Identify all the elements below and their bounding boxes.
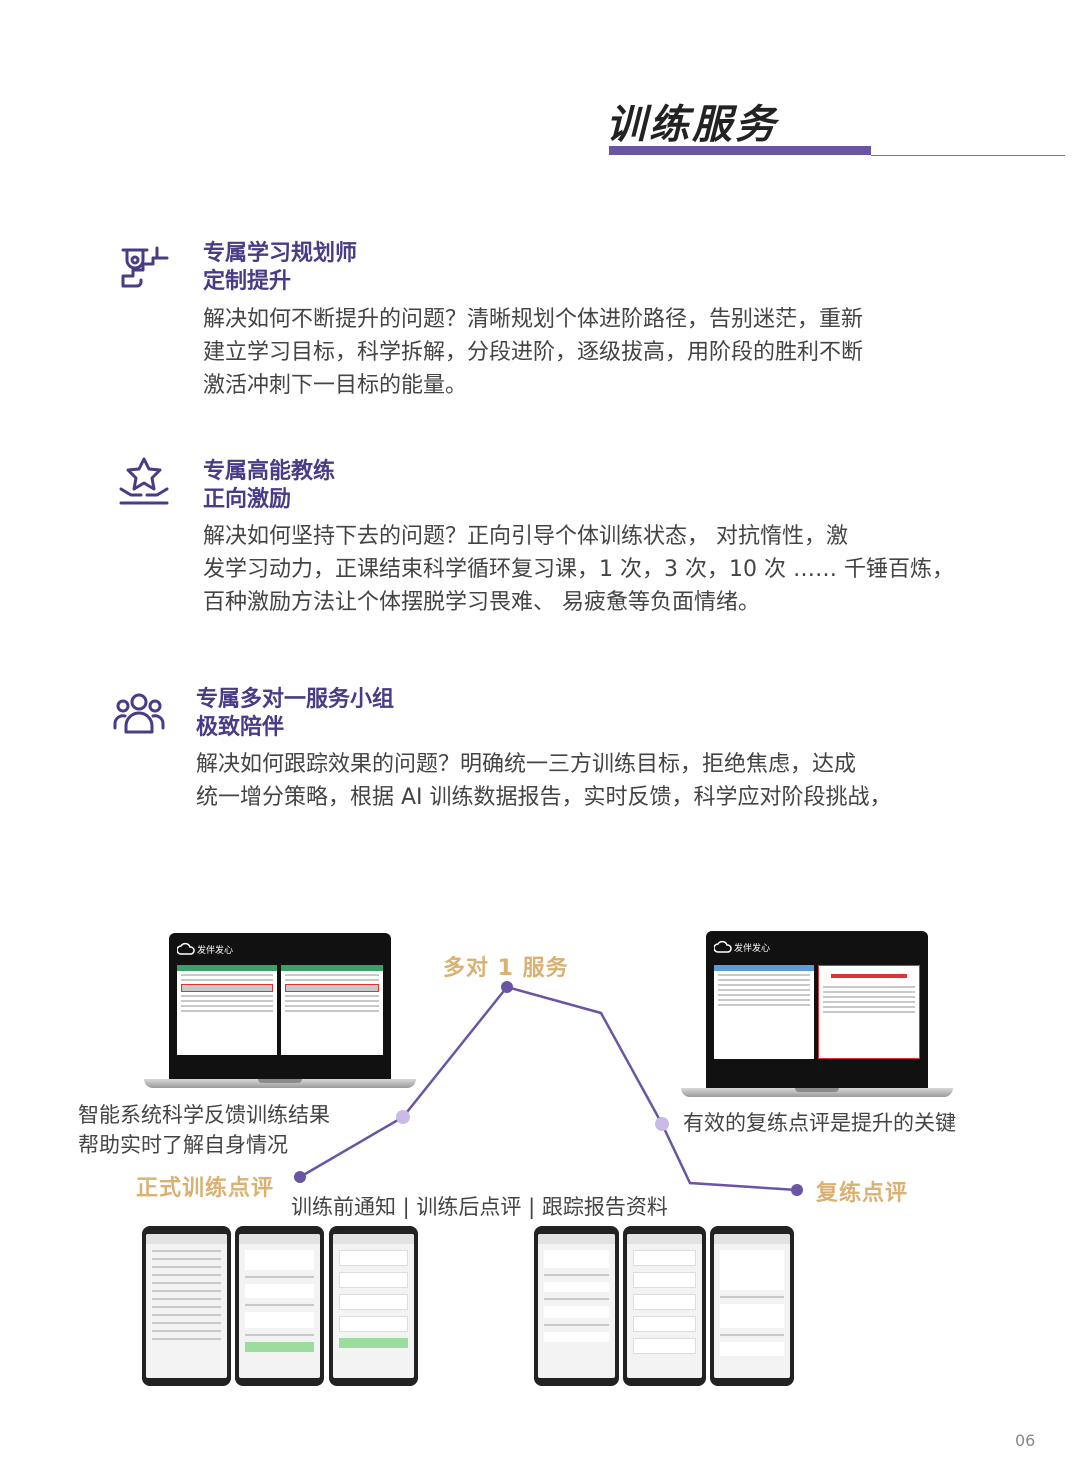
left-laptop-notch	[258, 1079, 302, 1083]
section3-body-line1: 解决如何跟踪效果的问题？明确统一三方训练目标，拒绝焦虑，达成	[196, 752, 857, 777]
title-underline-thick	[609, 146, 871, 155]
section1-body-line2: 建立学习目标，科学拆解，分段进阶，逐级拔高，用阶段的胜利不断	[203, 340, 864, 365]
section1-heading1: 专属学习规划师	[203, 241, 358, 266]
phone-screenshot-1	[142, 1226, 231, 1386]
phone-screenshot-4	[534, 1226, 619, 1386]
section1-heading2: 定制提升	[203, 269, 292, 294]
laptop-logo-text: 发伴发心	[734, 944, 771, 954]
curve-dot-start	[294, 1171, 306, 1183]
section1-body-line3: 激活冲刺下一目标的能量。	[203, 373, 468, 398]
laptop-logo-text: 发伴发心	[197, 946, 234, 956]
phone-screenshot-6	[710, 1226, 794, 1386]
section2-body-line3: 百种激励方法让个体摆脱学习畏难、 易疲惫等负面情绪。	[203, 590, 760, 615]
cloud-logo-icon	[176, 941, 195, 960]
curve-dot-right-mid	[655, 1117, 669, 1131]
cloud-logo-icon	[713, 939, 732, 958]
star-hands-icon	[117, 455, 171, 513]
report-panel-left	[177, 965, 277, 1055]
right-description: 有效的复练点评是提升的关键	[683, 1111, 956, 1135]
right-laptop-notch	[795, 1088, 839, 1092]
left-laptop-base	[144, 1079, 416, 1088]
curve-dot-peak	[501, 981, 513, 993]
section3-body-line2: 统一增分策略，根据 AI 训练数据报告，实时反馈，科学应对阶段挑战，	[196, 785, 892, 810]
left-label: 正式训练点评	[136, 1176, 275, 1201]
section3-heading1: 专属多对一服务小组	[196, 687, 395, 712]
page-title: 训练服务	[606, 102, 778, 148]
curve-dot-left-mid	[396, 1110, 410, 1124]
bottom-caption: 训练前通知 | 训练后点评 | 跟踪报告资料	[291, 1195, 668, 1219]
phone-screenshot-3	[329, 1226, 418, 1386]
section3-heading2: 极致陪伴	[196, 715, 285, 740]
report-panel-right	[281, 965, 383, 1055]
review-panel-right	[818, 965, 920, 1059]
curve-dot-end	[791, 1184, 803, 1196]
staircase-person-icon	[117, 240, 171, 298]
section2-body-line2: 发学习动力，正课结束科学循环复习课，1 次，3 次，10 次 …… 千锤百炼，	[203, 557, 954, 582]
section2-heading1: 专属高能教练	[203, 459, 336, 484]
right-label: 复练点评	[816, 1181, 909, 1206]
title-underline-thin	[871, 155, 1065, 156]
peak-label: 多对 1 服务	[443, 956, 569, 981]
phone-screenshot-2	[235, 1226, 324, 1386]
section2-heading2: 正向激励	[203, 487, 292, 512]
left-description-line1: 智能系统科学反馈训练结果	[78, 1103, 330, 1127]
page-number: 06	[1015, 1431, 1036, 1450]
left-description-line2: 帮助实时了解自身情况	[78, 1133, 288, 1157]
section2-body-line1: 解决如何坚持下去的问题？正向引导个体训练状态， 对抗惰性，激	[203, 524, 848, 549]
phone-screenshot-5	[623, 1226, 706, 1386]
section1-body-line1: 解决如何不断提升的问题？清晰规划个体进阶路径，告别迷茫，重新	[203, 307, 864, 332]
left-laptop-screen: 发伴发心	[169, 933, 391, 1079]
right-laptop-screen: 发伴发心	[706, 931, 928, 1088]
group-people-icon	[112, 686, 166, 744]
review-panel-left	[714, 965, 814, 1059]
right-laptop-base	[681, 1088, 953, 1097]
